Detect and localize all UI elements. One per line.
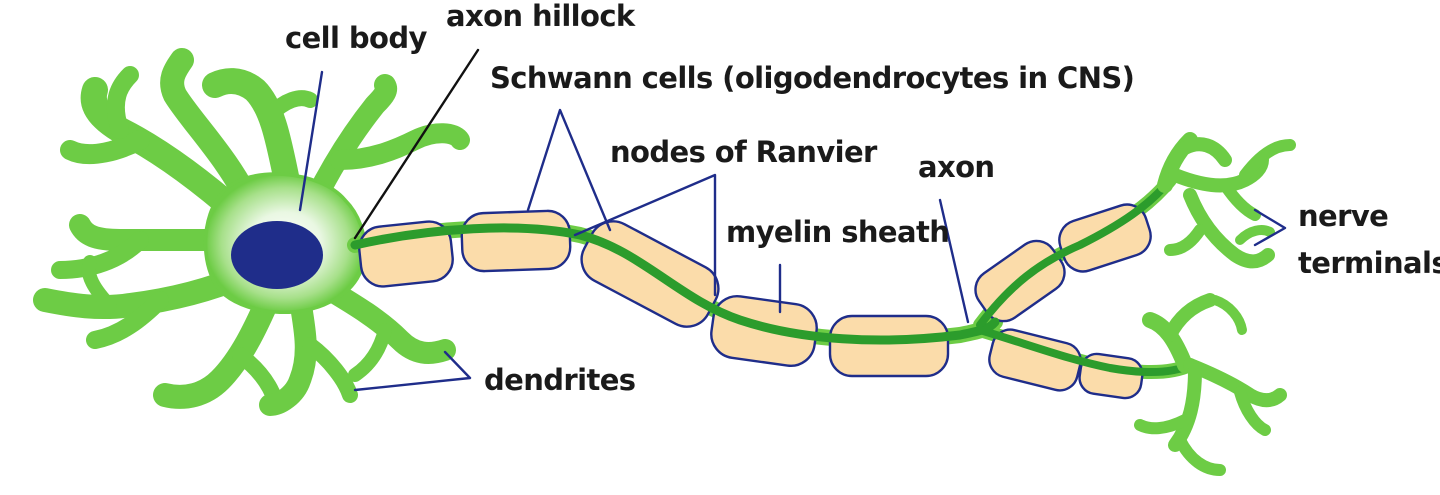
label-axon: axon — [918, 150, 994, 184]
axon-core — [350, 176, 1194, 376]
dendrites — [33, 48, 470, 416]
leader-dendrites — [353, 350, 472, 392]
label-schwann-cells: Schwann cells (oligodendrocytes in CNS) — [490, 61, 1134, 95]
myelin-segment — [460, 209, 572, 273]
label-axon-hillock: axon hillock — [446, 0, 636, 33]
leader-nodes-of-ranvier — [573, 173, 717, 297]
leader-schwann-cells — [526, 108, 612, 232]
nucleus — [231, 221, 323, 289]
label-cell-body: cell body — [285, 21, 427, 55]
leader-axon — [938, 198, 970, 324]
label-nodes-of-ranvier: nodes of Ranvier — [610, 135, 878, 169]
leader-nerve-terminals — [1253, 208, 1287, 247]
label-terminals: terminals — [1298, 246, 1440, 280]
leader-cell-body — [298, 70, 324, 212]
myelin-segment — [988, 328, 1082, 392]
leader-lines — [298, 48, 1287, 392]
label-nerve: nerve — [1298, 199, 1388, 233]
label-myelin-sheath: myelin sheath — [726, 215, 949, 249]
myelin-segment — [828, 314, 950, 378]
nerve-terminals-lower — [1134, 293, 1287, 476]
nerve-terminals-upper — [1157, 132, 1296, 269]
labels: cell body axon hillock Schwann cells (ol… — [285, 0, 1440, 397]
leader-axon-hillock — [353, 48, 480, 240]
label-dendrites: dendrites — [484, 363, 635, 397]
